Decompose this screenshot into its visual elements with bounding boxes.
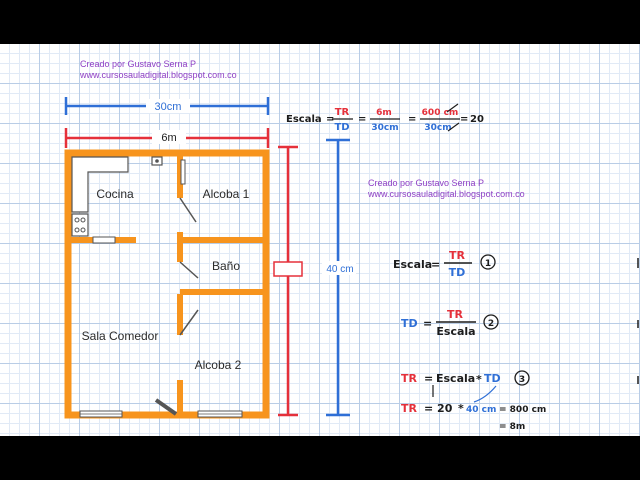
formula-1-den: TD <box>449 266 466 279</box>
svg-text:=: = <box>431 258 440 271</box>
svg-text:2: 2 <box>488 319 494 329</box>
entrance-door-icon <box>154 398 178 416</box>
svg-text:= 20: = 20 <box>424 402 453 415</box>
diagram-canvas: 30cm 6m <box>64 97 639 432</box>
formula-3: TR = Escala * TD 3 <box>401 370 530 386</box>
door-icon <box>179 309 199 336</box>
floor-plan <box>64 149 270 419</box>
scale-calc-lhs: Escala <box>286 114 322 125</box>
svg-text:*: * <box>476 373 482 386</box>
credit-url: www.cursosauladigital.blogspot.com.co <box>368 189 525 199</box>
width-drawing-label: 30cm <box>155 101 182 113</box>
svg-text:Escala: Escala <box>436 372 475 385</box>
width-dimension-drawing: 30cm <box>64 97 270 115</box>
example-calculation: TR = 20 * 40 cm = 800 cm = 8m <box>401 385 546 432</box>
width-dimension-real: 6m <box>64 128 270 148</box>
door-icon <box>179 261 199 279</box>
svg-text:=: = <box>408 114 416 125</box>
credit-block-middle: Creado por Gustavo Serna P www.cursosaul… <box>368 178 525 200</box>
grid-board: Creado por Gustavo Serna P www.cursosaul… <box>0 44 640 436</box>
formula-2-den: Escala <box>436 325 475 338</box>
example-result-cm: = 800 cm <box>499 405 546 415</box>
stove-icon <box>71 213 89 237</box>
width-real-label: 6m <box>161 132 176 144</box>
formula-2-lhs: TD <box>401 317 418 330</box>
room-label-alcoba-1: Alcoba 1 <box>203 187 250 201</box>
credit-url: www.cursosauladigital.blogspot.com.co <box>80 70 237 80</box>
room-label-sala-comedor: Sala Comedor <box>82 329 159 343</box>
example-value: 40 cm <box>466 405 496 415</box>
scale-calc-30cm-b: 30cm <box>424 123 451 133</box>
svg-text:=: = <box>460 114 468 125</box>
example-result-m: = 8m <box>499 422 525 432</box>
svg-text:=: = <box>326 114 334 125</box>
svg-text:=: = <box>358 114 366 125</box>
formula-3-lhs: TR <box>401 372 418 385</box>
credit-author: Creado por Gustavo Serna P <box>368 178 485 188</box>
scale-calc-30cm: 30cm <box>371 123 398 133</box>
room-label-bano: Baño <box>212 259 240 273</box>
formula-1: Escala = TR TD 1 <box>393 249 496 279</box>
height-dimension-drawing: 40 cm <box>322 138 356 417</box>
svg-text:=: = <box>423 317 432 330</box>
svg-text:Escala: Escala <box>393 258 432 271</box>
credit-author: Creado por Gustavo Serna P <box>80 59 197 69</box>
letterbox-bottom <box>0 436 640 480</box>
formula-1-num: TR <box>449 249 466 262</box>
example-lhs: TR <box>401 402 418 415</box>
formula-marker-3 <box>514 370 530 386</box>
formula-2-num: TR <box>447 308 464 321</box>
svg-text:=: = <box>424 372 433 385</box>
room-label-alcoba-2: Alcoba 2 <box>195 358 242 372</box>
scale-calc-tr: TR <box>335 107 350 118</box>
scale-calc-6m: 6m <box>376 108 392 118</box>
kitchen-window-icon <box>92 236 116 244</box>
window-icon <box>180 159 186 185</box>
letterbox-top <box>0 0 640 44</box>
scale-calculation: Escala = TR TD = 6m 30cm = 600 cm 30cm =… <box>286 103 484 133</box>
svg-text:1: 1 <box>485 259 491 269</box>
height-dimension-real <box>273 145 303 417</box>
kitchen-counter <box>71 156 129 213</box>
formula-3-td: TD <box>484 372 501 385</box>
height-drawing-label: 40 cm <box>326 264 353 275</box>
scale-calc-td: TD <box>334 122 349 133</box>
formula-marker-2 <box>483 314 499 330</box>
scale-calc-result: 20 <box>470 114 484 125</box>
svg-text:*: * <box>458 402 464 415</box>
room-label-cocina: Cocina <box>96 187 134 201</box>
formula-2: TD = TR Escala 2 <box>401 308 499 338</box>
scale-calc-600cm: 600 cm <box>422 108 459 118</box>
formula-marker-1 <box>480 254 496 270</box>
door-icon <box>179 197 197 223</box>
credit-block-top: Creado por Gustavo Serna P www.cursosaul… <box>80 59 237 81</box>
height-real-blank <box>273 261 303 277</box>
svg-text:3: 3 <box>519 375 525 385</box>
